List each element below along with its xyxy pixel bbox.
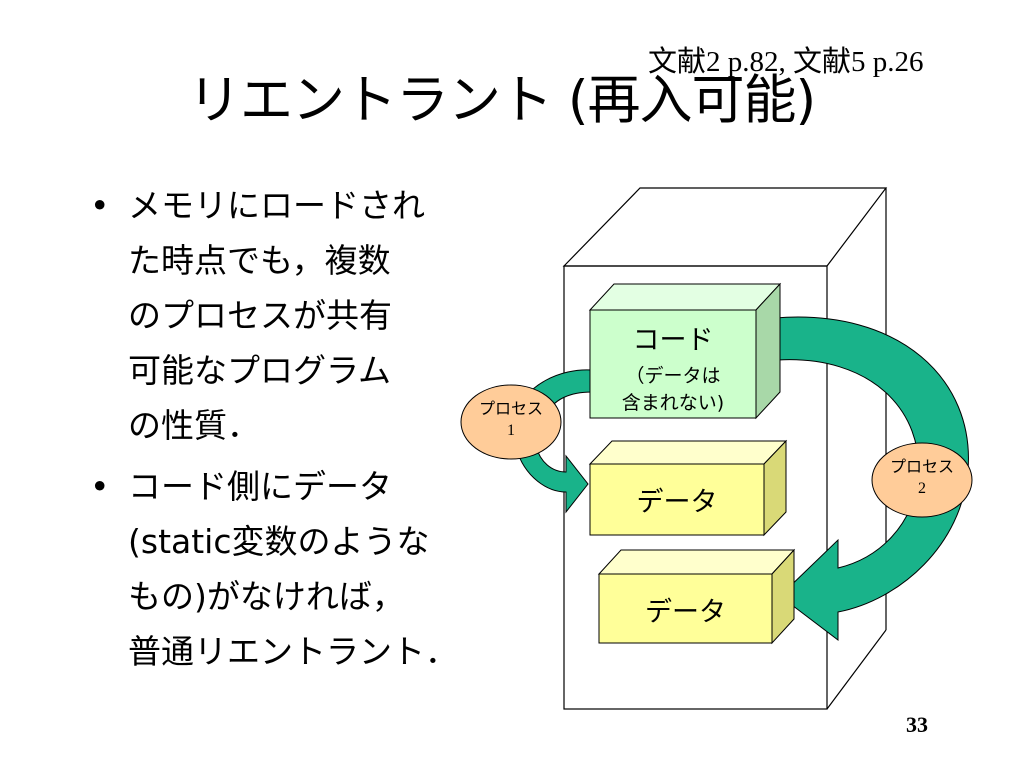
bullet-item-2: コード側にデータ (static変数のような もの)がなければ， 普通リエントラ… — [90, 459, 490, 679]
data-box-1 — [588, 439, 788, 537]
bullet-2-line-2: (static変数のような — [128, 522, 430, 561]
process-1-number: 1 — [507, 422, 515, 439]
process-2-label: プロセス 2 — [872, 456, 972, 500]
code-box-note-line-1: （データは — [625, 365, 721, 387]
process-1-name: プロセス — [478, 399, 543, 418]
bullet-2-line-4: 普通リエントラント． — [128, 632, 458, 671]
data-box-1-label: データ — [636, 487, 718, 518]
page-number: 33 — [906, 712, 928, 737]
bullet-1-line-2: た時点でも，複数 — [128, 241, 391, 280]
reference-citation: 文献2 p.82, 文献5 p.26 — [648, 46, 924, 78]
data-box-2-label: データ — [645, 597, 726, 628]
bullet-1-line-4: 可能なプログラム — [128, 351, 392, 390]
process-2-number: 2 — [918, 480, 926, 497]
bullet-1-line-3: のプロセスが共有 — [128, 296, 392, 335]
process-2-bubble — [871, 442, 973, 518]
code-box-title: コード — [632, 325, 714, 356]
bullet-1-line-1: メモリにロードされ — [128, 186, 425, 225]
bullet-item-1: メモリにロードされ た時点でも，複数 のプロセスが共有 可能なプログラム の性質… — [90, 178, 490, 453]
process-2-arrow — [774, 316, 969, 642]
process-1-label: プロセス 1 — [461, 398, 561, 442]
data-box-2 — [597, 548, 796, 645]
bullet-2-line-1: コード側にデータ — [128, 467, 392, 506]
process-2-name: プロセス — [889, 457, 954, 476]
slide-title: リエントラント (再入可能) — [188, 70, 816, 131]
code-box-note-line-2: 含まれない) — [621, 392, 725, 414]
code-box — [588, 282, 782, 420]
bullet-1-line-5: の性質． — [128, 406, 260, 445]
bullet-2-line-3: もの)がなければ， — [128, 577, 405, 616]
bullet-list: メモリにロードされ た時点でも，複数 のプロセスが共有 可能なプログラム の性質… — [90, 178, 490, 685]
process-1-bubble — [460, 384, 562, 460]
